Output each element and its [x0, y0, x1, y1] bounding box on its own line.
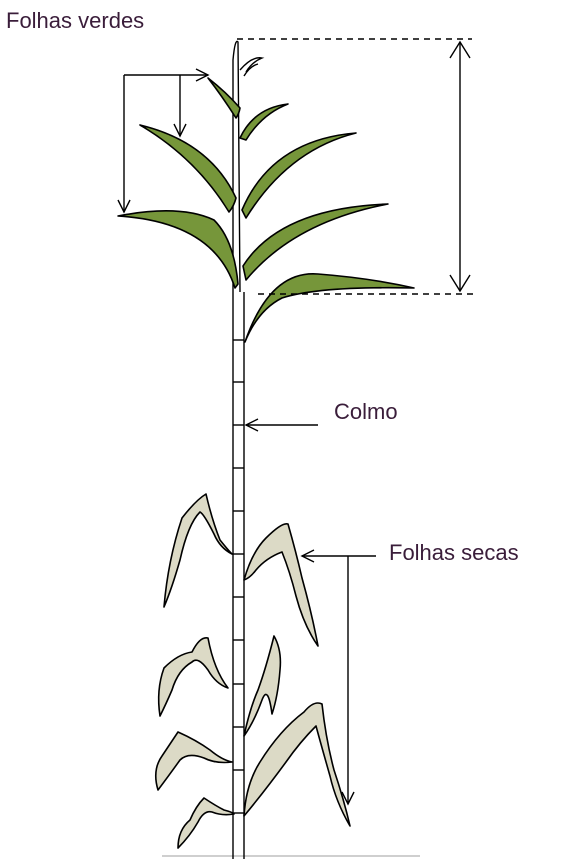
- green-leaf: [140, 125, 236, 212]
- stalk-pointer: [246, 419, 318, 431]
- green-leaf: [243, 204, 388, 280]
- stalk-tip-leaf: [240, 58, 262, 72]
- dry-leaf: [156, 732, 232, 790]
- dry-leaves-pointer: [302, 550, 376, 804]
- green-leaf: [245, 274, 414, 342]
- dry-leaf: [244, 703, 350, 826]
- dry-leaf: [178, 798, 234, 848]
- dry-leaves: [156, 494, 350, 848]
- label-green-leaves: Folhas verdes: [6, 8, 144, 33]
- stalk: [233, 41, 262, 859]
- dry-leaf: [164, 494, 232, 607]
- stalk-nodes: [233, 340, 244, 813]
- dry-leaf: [244, 636, 280, 736]
- label-dry-leaves: Folhas secas: [389, 540, 519, 565]
- label-stalk: Colmo: [334, 399, 398, 424]
- dry-leaf: [244, 524, 318, 646]
- green-leaf: [208, 78, 240, 118]
- green-leaves: [118, 78, 414, 342]
- green-leaf: [118, 211, 238, 288]
- green-leaf: [240, 104, 288, 140]
- stalk-tip: [233, 41, 240, 292]
- dry-leaf: [159, 638, 228, 716]
- green-leaf: [242, 133, 356, 218]
